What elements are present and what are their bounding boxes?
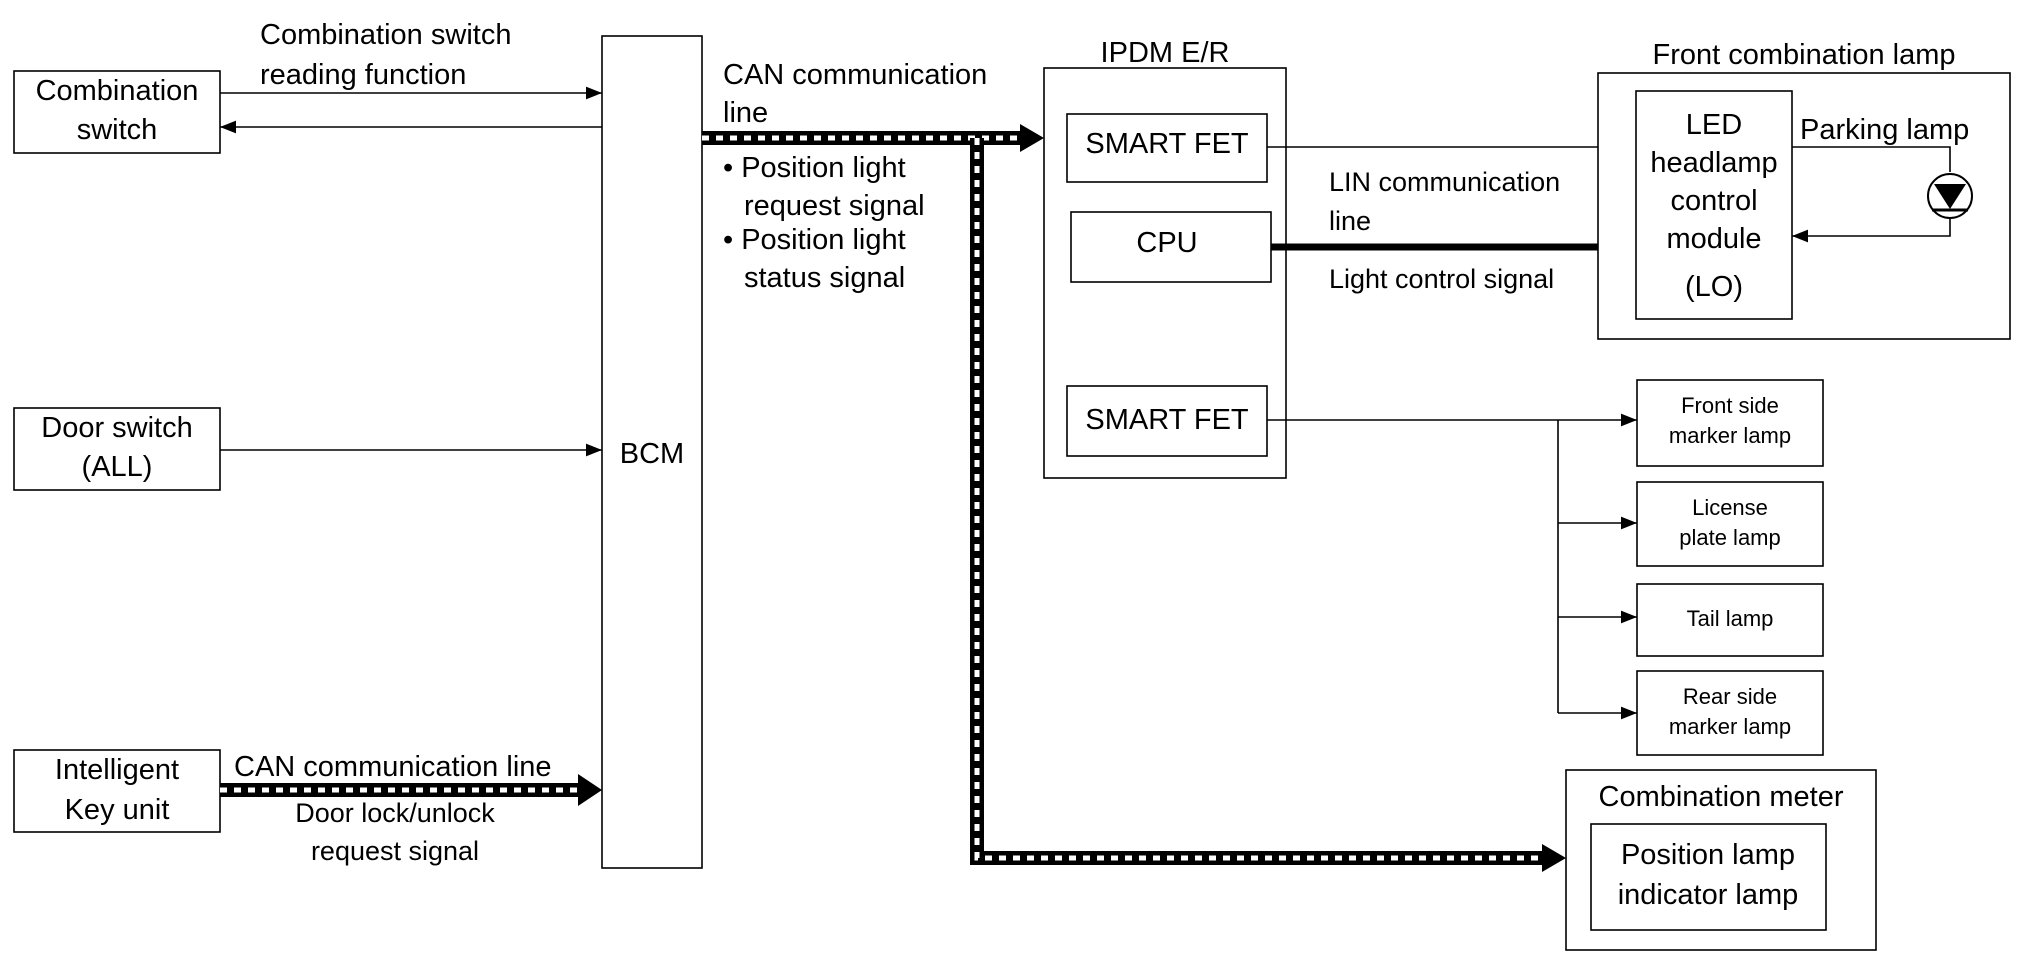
smart-fet-1-box: SMART FET (1066, 113, 1268, 183)
lin-line-label-2: line (1329, 206, 1371, 236)
can-bus-key-to-bcm (220, 774, 602, 806)
combination-meter-label: Combination meter (1599, 781, 1844, 813)
door-lock-signal-label-2: request signal (311, 836, 479, 866)
smart-fet-2-label: SMART FET (1085, 404, 1249, 436)
intelligent-key-label-1: Intelligent (55, 754, 179, 786)
position-signal-label-1: • Position light (723, 152, 906, 184)
led-headlamp-module-box: LED headlamp control module (LO) (1635, 90, 1793, 320)
rear-side-marker-label-1: Rear side (1683, 684, 1777, 709)
parking-lamp-wire-return (1792, 218, 1951, 243)
led-module-label-1: LED (1686, 109, 1742, 141)
lin-line-cpu-to-led-module (1271, 233, 1636, 261)
ipdm-label: IPDM E/R (1101, 37, 1230, 69)
intelligent-key-label-2: Key unit (65, 794, 170, 826)
combination-switch-label-2: switch (77, 114, 158, 146)
can-line-top-label-1: CAN communication (723, 59, 987, 91)
rear-side-marker-label-2: marker lamp (1669, 714, 1791, 739)
door-lock-signal-label-1: Door lock/unlock (295, 798, 495, 828)
can-bus-to-combination-meter (970, 138, 1566, 872)
parking-lamp-led-icon (1927, 173, 1973, 219)
license-plate-label-1: License (1692, 495, 1768, 520)
cpu-label: CPU (1136, 227, 1197, 259)
position-signal-label-4: status signal (744, 262, 905, 294)
tail-lamp-label: Tail lamp (1687, 606, 1774, 631)
position-lamp-indicator-box: Position lamp indicator lamp (1590, 823, 1827, 931)
can-bus-bcm-to-ipdm (702, 124, 1044, 152)
front-combination-lamp-label: Front combination lamp (1652, 39, 1955, 71)
front-side-marker-lamp-box: Front side marker lamp (1636, 379, 1824, 467)
can-line-top-label-2: line (723, 97, 768, 129)
front-side-marker-label-2: marker lamp (1669, 423, 1791, 448)
parking-lamp-wire-out (1792, 146, 1951, 172)
combination-switch-label-1: Combination (36, 75, 199, 107)
front-side-marker-label-1: Front side (1681, 393, 1779, 418)
intelligent-key-unit-box: Intelligent Key unit (13, 749, 221, 833)
reading-function-label-2: reading function (260, 59, 466, 91)
parking-lamp-label: Parking lamp (1800, 114, 1969, 146)
smart-fet-1-label: SMART FET (1085, 128, 1249, 160)
led-module-label-2: headlamp (1650, 147, 1777, 179)
combination-switch-box: Combination switch (13, 70, 221, 154)
position-indicator-label-1: Position lamp (1621, 839, 1795, 871)
door-switch-label-1: Door switch (41, 412, 193, 444)
cpu-box: CPU (1070, 211, 1272, 283)
light-control-signal-label: Light control signal (1329, 264, 1554, 294)
led-module-label-3: control (1670, 185, 1757, 217)
license-plate-label-2: plate lamp (1679, 525, 1781, 550)
reading-function-label-1: Combination switch (260, 19, 511, 51)
led-module-label-5: (LO) (1685, 271, 1743, 303)
rear-side-marker-lamp-box: Rear side marker lamp (1636, 670, 1824, 756)
lin-line-label-1: LIN communication (1329, 167, 1560, 197)
led-module-label-4: module (1666, 223, 1761, 255)
door-switch-box: Door switch (ALL) (13, 407, 221, 491)
bcm-box: BCM (601, 35, 703, 869)
can-line-bottom-label: CAN communication line (234, 751, 552, 783)
bcm-label: BCM (620, 438, 684, 470)
position-signal-label-2: request signal (744, 190, 925, 222)
position-indicator-label-2: indicator lamp (1618, 879, 1799, 911)
smart-fet-2-box: SMART FET (1066, 385, 1268, 457)
tail-lamp-box: Tail lamp (1636, 583, 1824, 657)
door-switch-label-2: (ALL) (82, 451, 153, 483)
license-plate-lamp-box: License plate lamp (1636, 481, 1824, 567)
position-signal-label-3: • Position light (723, 224, 906, 256)
